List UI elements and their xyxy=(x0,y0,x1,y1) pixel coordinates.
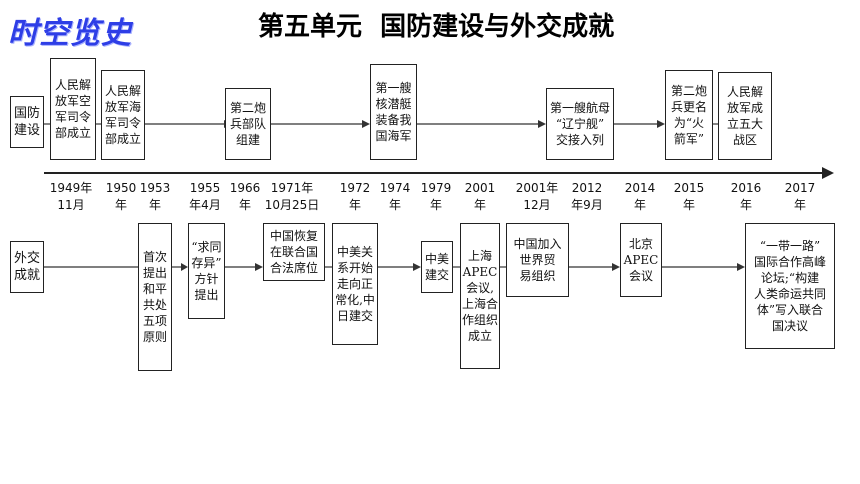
year-label: 1971年 10月25日 xyxy=(264,181,320,212)
year-label: 2015 年 xyxy=(673,181,705,212)
year-label: 1979 年 xyxy=(420,181,452,212)
defense-event-liaoning-carrier: 第一艘航母 “辽宁舰” 交接入列 xyxy=(546,88,614,160)
year-label: 1953 年 xyxy=(139,181,171,212)
page-title: 第五单元 国防建设与外交成就 xyxy=(258,12,615,42)
year-label: 1966 年 xyxy=(229,181,261,212)
logo-text: 时空览史 xyxy=(8,16,132,51)
defense-event-rocket-force: 第二炮 兵更名 为“火 箭军” xyxy=(665,70,713,160)
category-defense-label: 国防 建设 xyxy=(10,96,44,148)
year-label: 2001年 12月 xyxy=(515,181,559,212)
diplomacy-event-five-principles: 首次 提出 和平 共处 五项 原则 xyxy=(138,223,172,371)
year-label: 1955 年4月 xyxy=(189,181,221,212)
diplomacy-event-shanghai-apec: 上海 APEC 会议, 上海合 作组织 成立 xyxy=(460,223,500,369)
year-label: 2016 年 xyxy=(730,181,762,212)
diplomacy-event-un-seat: 中国恢复 在联合国 合法席位 xyxy=(263,223,325,281)
defense-event-navy: 人民解 放军海 军司令 部成立 xyxy=(101,70,145,160)
defense-event-nuclear-submarine: 第一艘 核潜艇 装备我 国海军 xyxy=(370,64,417,160)
year-label: 1974 年 xyxy=(379,181,411,212)
diplomacy-event-sino-us-relations: 中美 建交 xyxy=(421,241,453,293)
year-label: 2017 年 xyxy=(784,181,816,212)
diplomacy-event-beijing-apec: 北京 APEC 会议 xyxy=(620,223,662,297)
category-diplomacy-label: 外交 成就 xyxy=(10,241,44,293)
diplomacy-event-belt-and-road: “一带一路” 国际合作高峰 论坛;“构建 人类命运共同 体”写入联合 国决议 xyxy=(745,223,835,349)
defense-event-second-artillery: 第二炮 兵部队 组建 xyxy=(225,88,271,160)
year-label: 1949年 11月 xyxy=(49,181,93,212)
diplomacy-event-sino-us-normalization: 中美关 系开始 走向正 常化,中 日建交 xyxy=(332,223,378,345)
year-label: 1950 年 xyxy=(105,181,137,212)
year-label: 2001 年 xyxy=(464,181,496,212)
timeline-arrowhead xyxy=(822,167,834,179)
year-label: 1972 年 xyxy=(339,181,371,212)
year-label: 2012 年9月 xyxy=(571,181,603,212)
year-label: 2014 年 xyxy=(624,181,656,212)
diplomacy-event-seek-common-ground: “求同 存异” 方针 提出 xyxy=(188,223,225,319)
defense-event-airforce: 人民解 放军空 军司令 部成立 xyxy=(50,58,96,160)
diplomacy-event-wto: 中国加入 世界贸 易组织 xyxy=(506,223,569,297)
defense-event-five-theaters: 人民解 放军成 立五大 战区 xyxy=(718,72,772,160)
